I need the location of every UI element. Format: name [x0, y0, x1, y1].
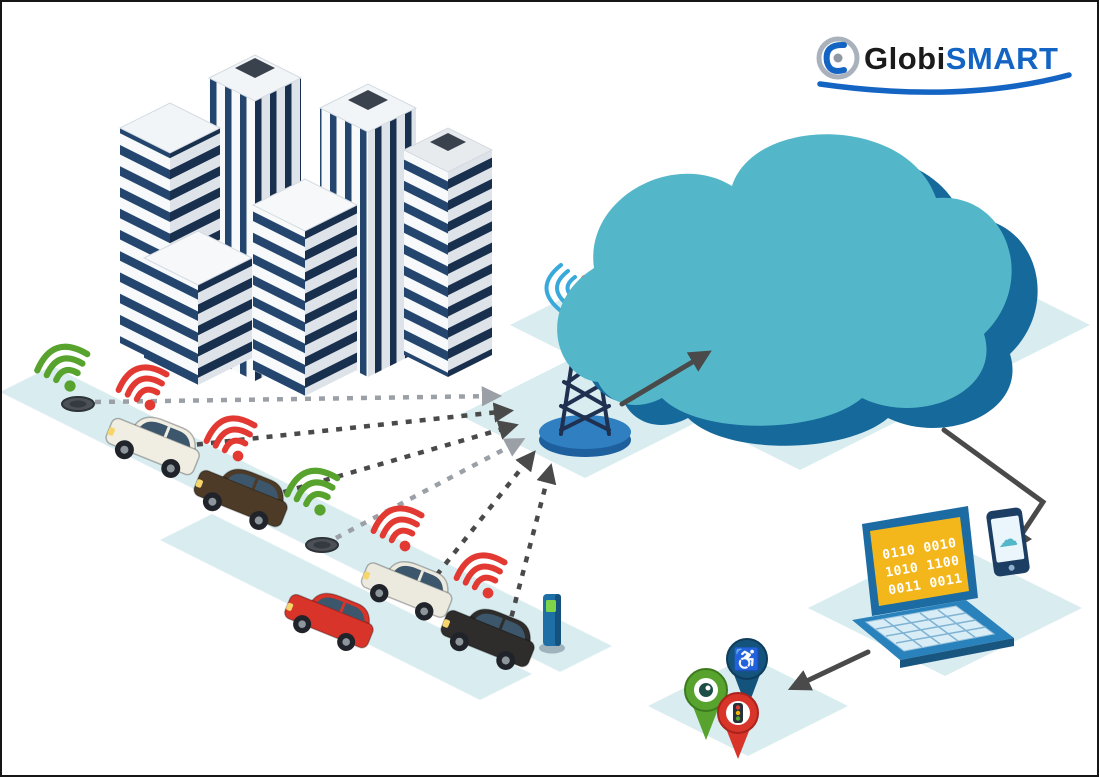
roof-block [235, 58, 275, 78]
pin-sensor [684, 668, 728, 740]
logo-text-part2: SMART [946, 41, 1059, 76]
pin-accessibility: ♿ [726, 638, 768, 709]
roof-block [430, 133, 466, 151]
cloud [557, 134, 1038, 446]
building-mid-front [251, 178, 359, 396]
logo-swoosh [817, 72, 1072, 95]
building-far-right [402, 127, 494, 377]
service-pins: ♿ [684, 638, 768, 759]
roof-block [348, 90, 388, 110]
laptop-screen [870, 517, 969, 606]
roadside-unit [539, 594, 565, 654]
city-buildings [118, 54, 494, 396]
pin-traffic-light [717, 692, 759, 759]
globe-icon [816, 36, 860, 80]
arrow-tower-to-cloud [619, 350, 712, 407]
logo-text: GlobiSMART [864, 41, 1058, 76]
cloud-icon: ☁ [996, 528, 1019, 553]
dashed-link-sensor-1 [94, 386, 503, 407]
home-button [1008, 564, 1015, 571]
road-sensor-2 [305, 537, 339, 553]
accessibility-icon: ♿ [733, 647, 760, 672]
keyboard-grid [875, 609, 987, 648]
laptop-front-edge [900, 638, 1014, 668]
cloud-front [557, 134, 1012, 426]
sensor-icon [699, 683, 713, 697]
traffic-light-icon [733, 703, 743, 723]
smartphone: ☁ [986, 507, 1030, 577]
laptop: 0110 0010 1010 1100 0011 0011 [852, 506, 1014, 668]
brand-logo: GlobiSMART [816, 36, 1072, 95]
logo-text-part1: Globi [864, 41, 946, 76]
road-sensor-1 [61, 396, 95, 412]
building-small-front [142, 230, 254, 385]
arrow-laptop-to-pins [787, 649, 871, 691]
dashed-link-sensor-2 [334, 438, 526, 540]
